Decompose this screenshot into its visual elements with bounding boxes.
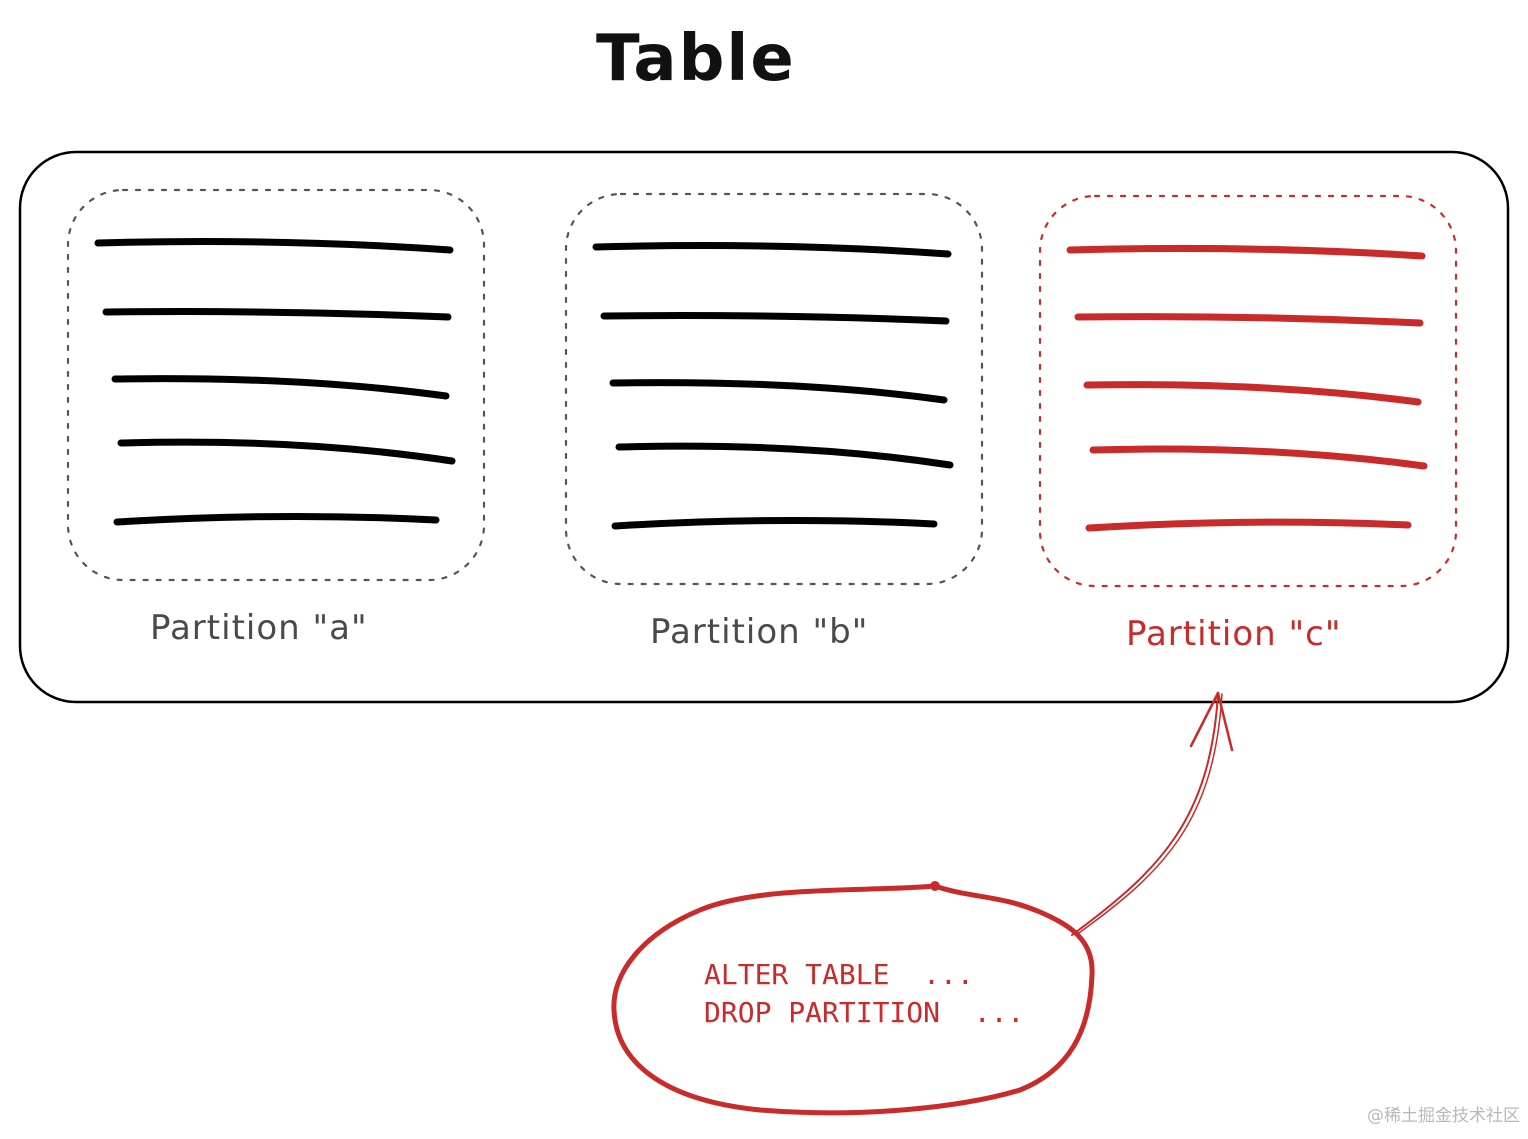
row-line xyxy=(1083,381,1422,406)
arrow-shaft xyxy=(1071,693,1219,936)
row-line xyxy=(609,379,948,404)
row-line xyxy=(615,442,954,469)
partition-c-border xyxy=(1038,194,1458,588)
row-line xyxy=(117,438,456,465)
row-line xyxy=(600,312,950,325)
callout-bubble xyxy=(611,883,1095,1116)
partition-a xyxy=(66,188,486,582)
sql-line-2: DROP PARTITION ... xyxy=(704,996,1025,1029)
callout-knot xyxy=(930,881,940,891)
row-line xyxy=(1089,445,1428,470)
row-line xyxy=(102,308,452,321)
partition-b-border xyxy=(564,192,984,586)
row-line xyxy=(1085,518,1412,532)
row-line xyxy=(611,516,938,530)
partition-c-rows xyxy=(1066,244,1428,532)
row-line xyxy=(1074,313,1424,327)
arrow-head-right xyxy=(1216,691,1234,752)
partition-b-rows xyxy=(592,242,954,530)
arrow xyxy=(1071,691,1234,936)
row-line xyxy=(111,375,450,400)
arrow-shaft-2 xyxy=(1075,693,1223,936)
partition-a-rows xyxy=(94,238,456,526)
row-line xyxy=(94,238,454,254)
partition-a-label: Partition "a" xyxy=(150,608,368,648)
sql-callout-text: ALTER TABLE ... DROP PARTITION ... xyxy=(704,956,1024,1032)
partition-b xyxy=(564,192,984,586)
partition-c xyxy=(1038,194,1458,588)
watermark: @稀土掘金技术社区 xyxy=(1367,1106,1520,1126)
row-line xyxy=(592,242,952,258)
partition-a-border xyxy=(66,188,486,582)
sql-line-1: ALTER TABLE ... xyxy=(704,958,974,991)
partition-c-label: Partition "c" xyxy=(1126,614,1342,654)
diagram-title: Table xyxy=(596,22,796,96)
arrow-head-left xyxy=(1189,691,1220,748)
row-line xyxy=(1066,244,1426,260)
table-container xyxy=(18,150,1510,704)
row-line xyxy=(113,512,440,526)
partition-b-label: Partition "b" xyxy=(650,612,869,652)
